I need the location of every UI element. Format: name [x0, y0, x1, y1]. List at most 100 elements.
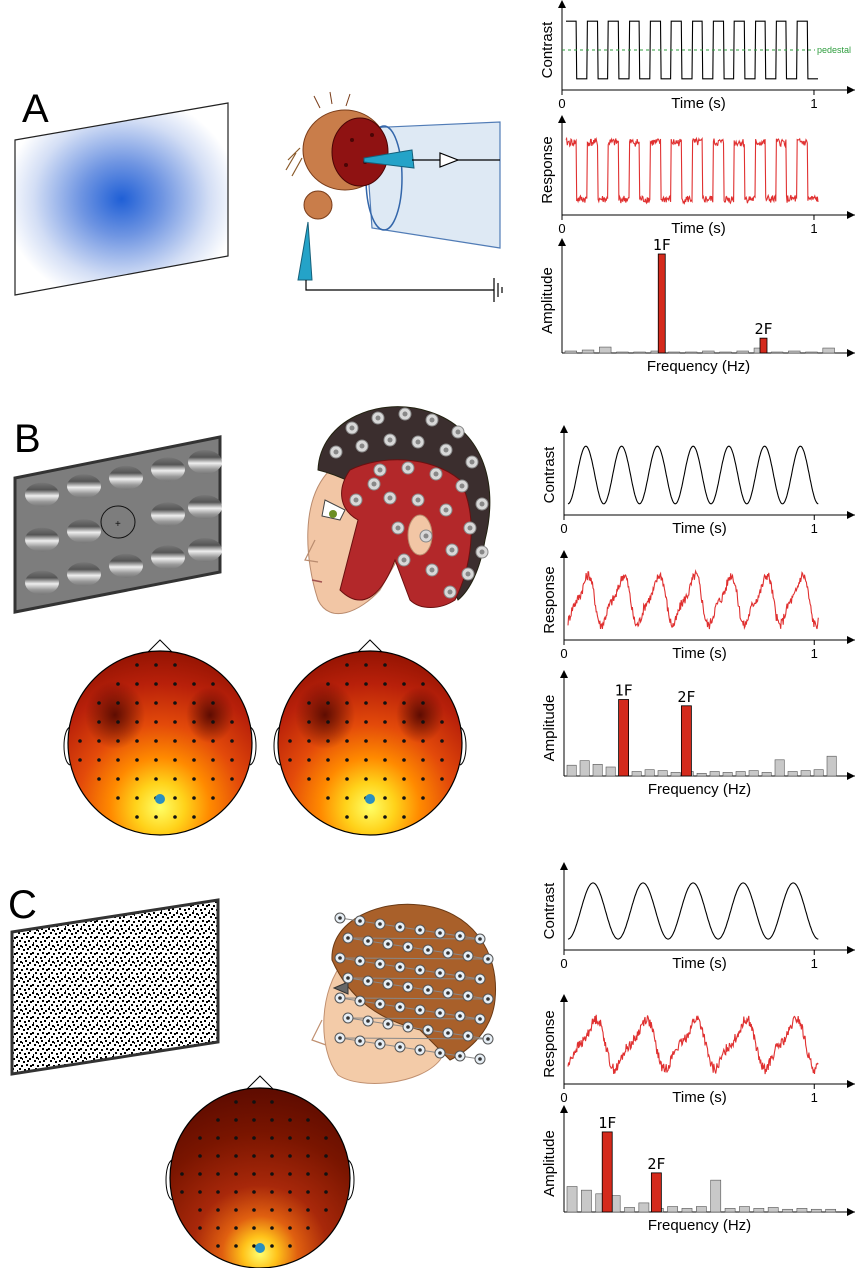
electrode-dot [198, 1136, 202, 1140]
electrode-center-icon [405, 465, 411, 471]
electrode-dot [440, 720, 444, 724]
peak-label-2F: 2F [647, 1155, 665, 1173]
gabor-patch [109, 465, 143, 490]
electrode-dot [326, 758, 330, 762]
electrode-dot [252, 1244, 256, 1248]
electrode-dot [180, 1172, 184, 1176]
noise-bar [638, 1202, 650, 1213]
electrode-center-icon [395, 525, 401, 531]
electrode-dot [211, 758, 215, 762]
noise-bar [566, 1186, 578, 1213]
electrode-center-icon [418, 1008, 422, 1012]
electrode-dot [198, 1190, 202, 1194]
x-axis-arrow-icon [847, 86, 855, 94]
electrode-dot [173, 796, 177, 800]
noise-bar [702, 350, 715, 354]
electrode-dot [173, 739, 177, 743]
electrode-dot [135, 739, 139, 743]
electrode-dot [306, 1118, 310, 1122]
electrode-dot [192, 720, 196, 724]
y-axis-label: Amplitude [541, 695, 558, 762]
electrode-dot [154, 739, 158, 743]
electrode-dot [306, 1226, 310, 1230]
electrode-dot [252, 1208, 256, 1212]
electrode-dot [192, 701, 196, 705]
electrode-dot [364, 739, 368, 743]
gabor-patch [67, 562, 101, 587]
gabor-patch [25, 482, 59, 507]
electrode-dot [252, 1172, 256, 1176]
electrode-dot [211, 682, 215, 686]
noise-bar [696, 1206, 707, 1213]
electrode-dot [270, 1154, 274, 1158]
electrode-dot [421, 777, 425, 781]
noise-bar [657, 770, 668, 777]
electrode-dot [324, 1136, 328, 1140]
x-axis-arrow-icon [847, 636, 855, 644]
electrode-dot [216, 1208, 220, 1212]
gabor-patch [67, 519, 101, 544]
stimulus-trace [567, 882, 819, 940]
electrode-dot [216, 1190, 220, 1194]
electrode-dot [116, 758, 120, 762]
gabor-patch [188, 495, 222, 519]
electrode-dot [421, 701, 425, 705]
tick-label-1: 1 [811, 1090, 818, 1105]
response-trace [567, 1014, 819, 1075]
electrode-center-icon [402, 411, 408, 417]
noise-bar [667, 1206, 678, 1213]
electrode-dot [154, 701, 158, 705]
y-axis-label: Contrast [541, 446, 558, 504]
tick-label-0: 0 [558, 96, 565, 111]
x-axis-arrow-icon [847, 946, 855, 954]
noise-bar [564, 350, 577, 354]
peak-label-2F: 2F [754, 320, 772, 338]
electrode-dot [216, 1118, 220, 1122]
electrode-dot [230, 758, 234, 762]
gabor-patch [67, 474, 101, 499]
electrode-dot [211, 739, 215, 743]
electrode-dot [270, 1172, 274, 1176]
fixation-cross-icon: + [115, 519, 121, 530]
electrode-center-icon [418, 968, 422, 972]
panel-b-stimulus-screen: + [13, 435, 222, 614]
y-axis-label: Amplitude [539, 267, 556, 334]
electrode-center-icon [406, 985, 410, 989]
electrode-dot [116, 701, 120, 705]
noise-bar [761, 772, 772, 777]
electrode-dot [198, 1208, 202, 1212]
noise-bar [710, 1179, 722, 1213]
electrode-dot [234, 1154, 238, 1158]
x-axis-label: Frequency (Hz) [647, 358, 750, 375]
electrode-center-icon [377, 467, 383, 473]
electrode-dot [306, 1136, 310, 1140]
electrode-dot [270, 1190, 274, 1194]
x-axis-arrow-icon [847, 511, 855, 519]
electrode-dot [383, 777, 387, 781]
electrode-dot [402, 682, 406, 686]
x-axis-label: Time (s) [672, 1089, 726, 1106]
electrode-center-icon [479, 549, 485, 555]
noise-bar [579, 760, 590, 777]
electrode-dot [234, 1172, 238, 1176]
electrode-center-icon [378, 922, 382, 926]
y-axis-arrow-icon [560, 425, 568, 433]
electrode-center-icon [469, 459, 475, 465]
electrode-dot [198, 1172, 202, 1176]
electrode-dot [288, 758, 292, 762]
electrode-dot [270, 1226, 274, 1230]
electrode-dot [173, 815, 177, 819]
pedestal-label: pedestal [817, 45, 851, 55]
noise-bar [822, 347, 835, 354]
electrode-dot [383, 663, 387, 667]
electrode-center-icon [443, 507, 449, 513]
electrode-dot [216, 1136, 220, 1140]
electrode-dot [288, 1244, 292, 1248]
electrode-dot [135, 796, 139, 800]
gabor-patch [188, 450, 222, 474]
electrode-center-icon [333, 449, 339, 455]
noise-bar [581, 1189, 592, 1213]
electrode-dot [234, 1136, 238, 1140]
electrode-dot [383, 796, 387, 800]
